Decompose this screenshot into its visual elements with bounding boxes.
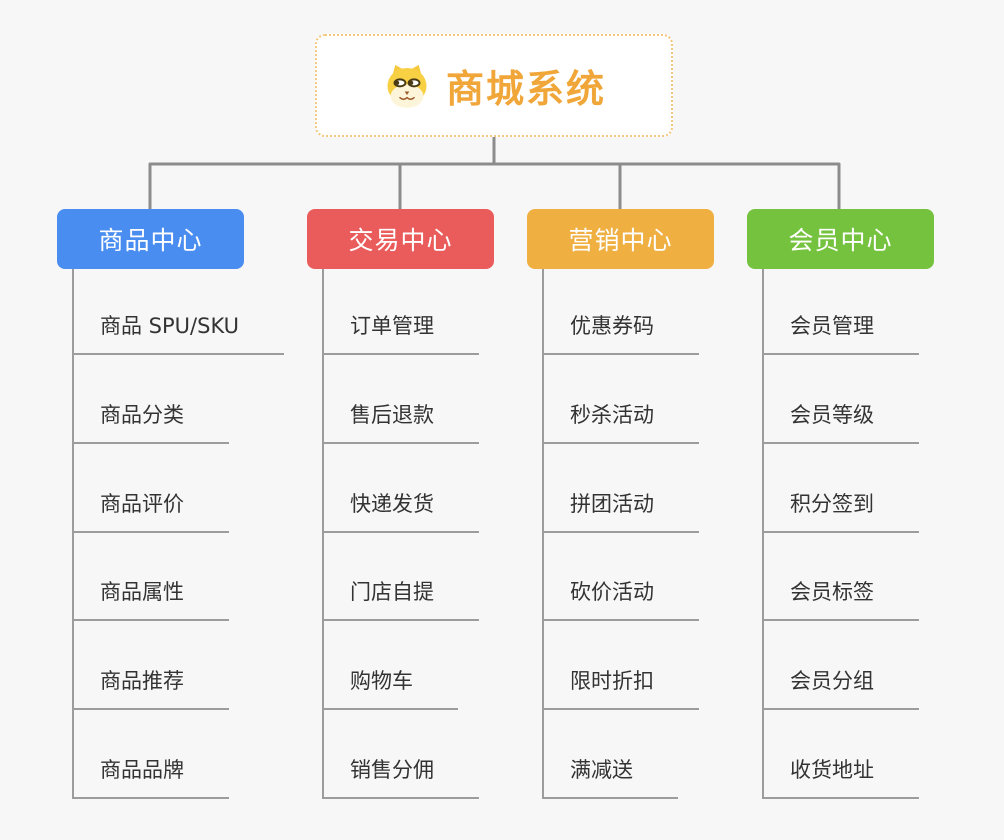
leaf-node[interactable]: 会员等级 <box>763 400 919 444</box>
leaf-node[interactable]: 商品属性 <box>73 577 229 621</box>
leaf-node[interactable]: 快递发货 <box>323 489 479 533</box>
leaf-node[interactable]: 售后退款 <box>323 400 479 444</box>
branch-header-product-center[interactable]: 商品中心 <box>57 209 244 269</box>
leaf-node[interactable]: 会员标签 <box>763 577 919 621</box>
leaf-node[interactable]: 销售分佣 <box>323 755 479 799</box>
leaf-node[interactable]: 拼团活动 <box>543 489 699 533</box>
root-title: 商城系统 <box>445 67 606 111</box>
leaf-node[interactable]: 会员管理 <box>763 311 919 355</box>
leaf-node[interactable]: 砍价活动 <box>543 577 699 621</box>
root-node[interactable]: 商城系统 <box>315 34 673 137</box>
branch-header-member-center[interactable]: 会员中心 <box>747 209 934 269</box>
leaf-node[interactable]: 收货地址 <box>763 755 919 799</box>
leaf-node[interactable]: 限时折扣 <box>543 666 699 710</box>
leaf-node[interactable]: 订单管理 <box>323 311 479 355</box>
leaf-node[interactable]: 购物车 <box>323 666 458 710</box>
leaf-node[interactable]: 门店自提 <box>323 577 479 621</box>
leaf-node[interactable]: 秒杀活动 <box>543 400 699 444</box>
leaf-node[interactable]: 积分签到 <box>763 489 919 533</box>
leaf-node[interactable]: 商品品牌 <box>73 755 229 799</box>
leaf-node[interactable]: 满减送 <box>543 755 678 799</box>
leaf-node[interactable]: 商品分类 <box>73 400 229 444</box>
dog-face-icon <box>382 61 432 111</box>
leaf-node[interactable]: 商品评价 <box>73 489 229 533</box>
leaf-node[interactable]: 商品推荐 <box>73 666 229 710</box>
leaf-node[interactable]: 优惠券码 <box>543 311 699 355</box>
leaf-node[interactable]: 会员分组 <box>763 666 919 710</box>
branch-header-trade-center[interactable]: 交易中心 <box>307 209 494 269</box>
branch-header-marketing-center[interactable]: 营销中心 <box>527 209 714 269</box>
leaf-node[interactable]: 商品 SPU/SKU <box>73 311 285 355</box>
